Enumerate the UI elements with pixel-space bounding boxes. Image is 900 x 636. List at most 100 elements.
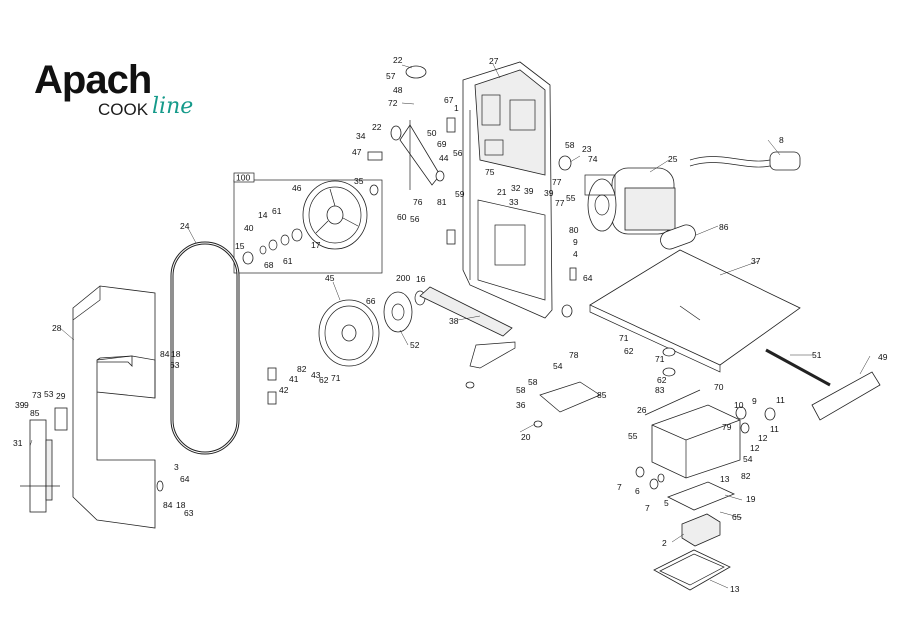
label-82: 82: [297, 364, 307, 374]
label-63: 63: [170, 360, 180, 370]
label-76: 76: [413, 197, 423, 207]
brand-cook: COOK: [98, 100, 149, 119]
label-38: 38: [449, 316, 459, 326]
label-40: 40: [244, 223, 254, 233]
brand-line: line: [152, 94, 194, 119]
label-61b: 61: [283, 256, 293, 266]
label-79: 79: [722, 422, 732, 432]
label-23: 23: [582, 144, 592, 154]
label-54: 54: [553, 361, 563, 371]
label-6: 6: [635, 486, 640, 496]
inset-upper-wheel-group: 100: [233, 173, 383, 274]
label-58c: 58: [516, 385, 526, 395]
label-31: 31: [13, 438, 23, 448]
front-door-panel: [72, 285, 156, 529]
label-84b: 84: [163, 500, 173, 510]
electrical-box: [651, 404, 741, 479]
label-20: 20: [521, 432, 531, 442]
switch-cover: [653, 549, 731, 591]
label-45: 45: [325, 273, 335, 283]
label-85b: 85: [30, 408, 40, 418]
part-labels: 22 57 48 72 67 1 27 34 22 50 69 47 44 56…: [13, 55, 888, 594]
label-12b: 12: [750, 443, 760, 453]
fence-rod: [765, 348, 831, 387]
label-28: 28: [52, 323, 62, 333]
label-66: 66: [366, 296, 376, 306]
label-85: 85: [597, 390, 607, 400]
label-12a: 12: [758, 433, 768, 443]
label-49: 49: [878, 352, 888, 362]
label-83: 83: [655, 385, 665, 395]
label-200: 200: [396, 273, 410, 283]
label-34: 34: [356, 131, 366, 141]
label-63b: 63: [184, 508, 194, 518]
label-8: 8: [779, 135, 784, 145]
label-22: 22: [393, 55, 403, 65]
label-43: 43: [311, 370, 321, 380]
label-16: 16: [416, 274, 426, 284]
label-57: 57: [386, 71, 396, 81]
label-71c: 71: [331, 373, 341, 383]
label-19: 19: [746, 494, 756, 504]
label-67: 67: [444, 95, 454, 105]
label-7a: 7: [617, 482, 622, 492]
motor: [584, 167, 676, 235]
label-80: 80: [569, 225, 579, 235]
label-53: 53: [44, 389, 54, 399]
label-84: 84: [160, 349, 170, 359]
label-39: 39: [524, 186, 534, 196]
label-17: 17: [311, 240, 321, 250]
label-71b: 71: [655, 354, 665, 364]
label-14: 14: [258, 210, 268, 220]
label-55b: 55: [628, 431, 638, 441]
label-61a: 61: [272, 206, 282, 216]
label-37: 37: [751, 256, 761, 266]
saw-blade: [170, 241, 240, 455]
label-2: 2: [662, 538, 667, 548]
label-64: 64: [583, 273, 593, 283]
leader-lines: [29, 63, 871, 589]
label-35: 35: [354, 176, 364, 186]
label-4: 4: [573, 249, 578, 259]
label-52: 52: [410, 340, 420, 350]
label-39c: 39: [15, 400, 25, 410]
label-71a: 71: [619, 333, 629, 343]
control-plate: [667, 481, 736, 511]
label-5: 5: [664, 498, 669, 508]
label-59: 59: [455, 189, 465, 199]
label-58b: 58: [528, 377, 538, 387]
label-55: 55: [566, 193, 576, 203]
inset-box-label: 100: [236, 173, 250, 183]
power-cable: [689, 156, 771, 162]
main-frame: [462, 61, 553, 319]
label-75: 75: [485, 167, 495, 177]
label-74: 74: [588, 154, 598, 164]
label-15: 15: [235, 241, 245, 251]
label-11b: 11: [770, 424, 779, 434]
label-32: 32: [511, 183, 521, 193]
label-48: 48: [393, 85, 403, 95]
label-68: 68: [264, 260, 274, 270]
label-42: 42: [279, 385, 289, 395]
label-69: 69: [437, 139, 447, 149]
label-51: 51: [812, 350, 822, 360]
label-13b: 13: [730, 584, 740, 594]
brand-name: Apach: [34, 58, 152, 102]
label-22b: 22: [372, 122, 382, 132]
label-9a: 9: [573, 237, 578, 247]
label-73: 73: [32, 390, 42, 400]
label-58: 58: [565, 140, 575, 150]
label-13a: 13: [720, 474, 730, 484]
label-7b: 7: [645, 503, 650, 513]
apach-cookline-logo: Apach COOK line: [34, 58, 224, 128]
label-50: 50: [427, 128, 437, 138]
label-77: 77: [552, 177, 562, 187]
label-77b: 77: [555, 198, 565, 208]
label-46: 46: [292, 183, 302, 193]
label-72: 72: [388, 98, 398, 108]
label-10: 10: [734, 400, 744, 410]
label-64b: 64: [180, 474, 190, 484]
label-33: 33: [509, 197, 519, 207]
label-41: 41: [289, 374, 299, 384]
label-25: 25: [668, 154, 678, 164]
